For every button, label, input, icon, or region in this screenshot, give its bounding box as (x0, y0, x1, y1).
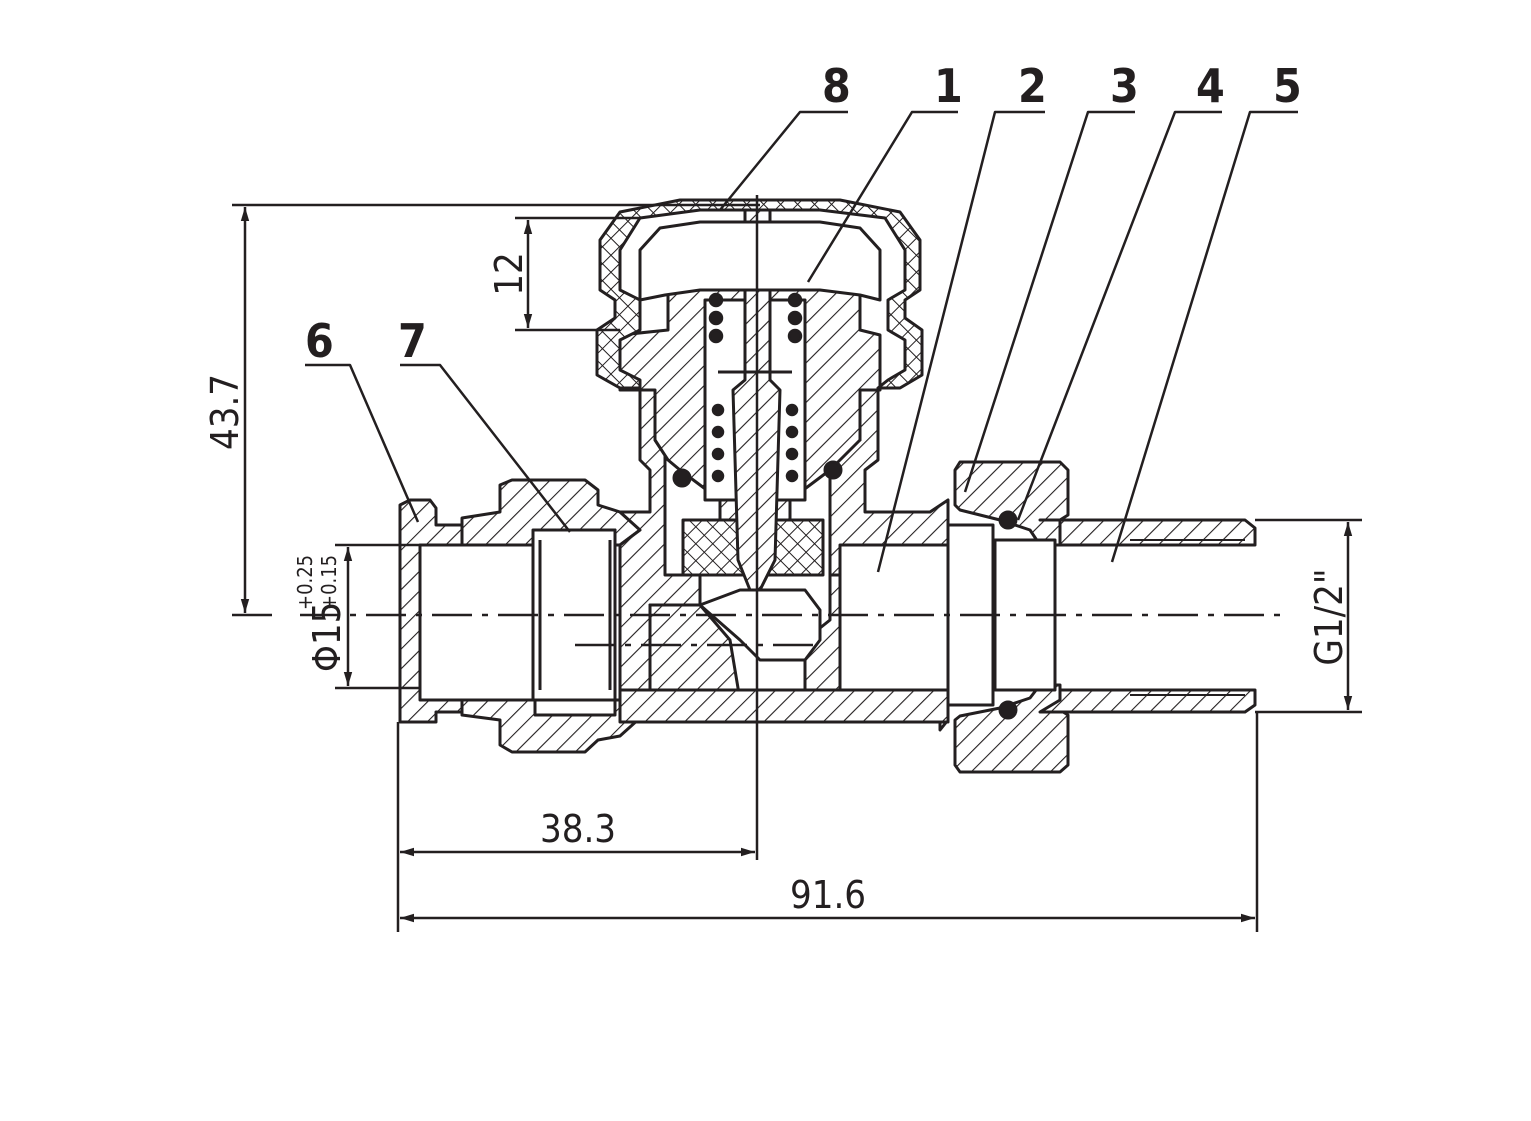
dim-diameter-group: Φ15 +0.25 +0.15 (293, 555, 349, 672)
o-ring-tail-top (998, 510, 1018, 530)
callout-7: 7 (398, 314, 427, 368)
callout-3: 3 (1110, 59, 1139, 113)
callout-8: 8 (822, 59, 851, 113)
callout-4: 4 (1196, 59, 1225, 113)
callout-2: 2 (1018, 59, 1047, 113)
callout-6: 6 (305, 314, 334, 368)
leader-4 (1016, 110, 1222, 521)
callout-1: 1 (934, 59, 963, 113)
leader-1 (806, 110, 958, 283)
dim-tol-upper: +0.25 (293, 555, 317, 610)
dim-thread-text: G1/2" (1307, 568, 1351, 665)
o-ring-right (823, 460, 843, 480)
spring (708, 292, 803, 483)
leader-8 (719, 110, 848, 211)
callout-5: 5 (1273, 59, 1302, 113)
dim-tol-lower: +0.15 (317, 555, 341, 610)
valve-body-floor (618, 688, 950, 724)
dim-38-3-text: 38.3 (540, 807, 616, 851)
o-ring-left (672, 468, 692, 488)
leader-6 (305, 363, 420, 523)
leader-5 (1110, 110, 1298, 563)
o-ring-tail-bottom (998, 700, 1018, 720)
valve-body-top (618, 388, 702, 702)
leader-3 (963, 110, 1135, 493)
left-compression-nut-bottom (460, 698, 642, 754)
tailpiece (1038, 518, 1257, 547)
leader-2 (876, 110, 1045, 573)
dim-12-text: 12 (487, 252, 531, 296)
tailpiece-bottom (1038, 688, 1257, 714)
dim-43-7-text: 43.7 (203, 374, 247, 450)
dim-91-6-text: 91.6 (790, 873, 866, 917)
cap-inner (638, 220, 882, 302)
dim-diameter-text: Φ15 (305, 602, 349, 672)
leader-7 (400, 363, 571, 533)
